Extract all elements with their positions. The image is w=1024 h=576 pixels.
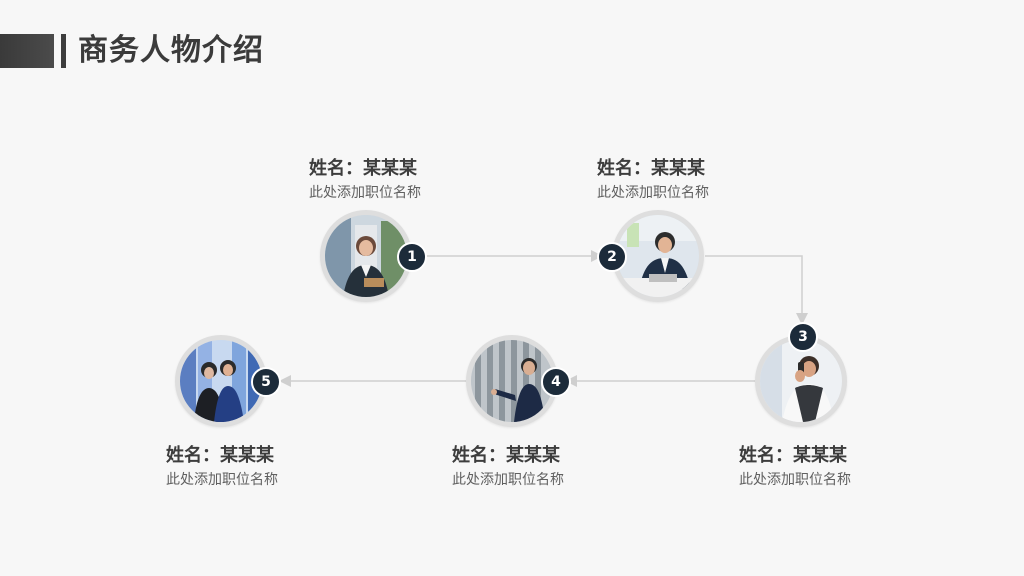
person-role: 此处添加职位名称 xyxy=(309,185,421,201)
page-title: 商务人物介绍 xyxy=(78,33,264,68)
title-accent-bar xyxy=(61,34,66,68)
man-on-phone-icon xyxy=(760,340,842,422)
step-badge: 4 xyxy=(541,367,571,397)
avatar xyxy=(612,210,704,302)
person-name: 姓名：某某某 xyxy=(166,445,274,466)
person-role: 此处添加职位名称 xyxy=(166,472,278,488)
person-role: 此处添加职位名称 xyxy=(739,472,851,488)
businessman-at-desk-icon xyxy=(617,215,699,297)
business-team-icon xyxy=(180,340,262,422)
step-badge: 3 xyxy=(788,322,818,352)
person-name: 姓名：某某某 xyxy=(309,158,417,179)
person-role: 此处添加职位名称 xyxy=(597,185,709,201)
avatar xyxy=(175,335,267,427)
title-accent-block xyxy=(0,34,54,68)
step-badge: 1 xyxy=(397,242,427,272)
person-name: 姓名：某某某 xyxy=(597,158,705,179)
connector-2-to-3 xyxy=(705,255,808,325)
step-badge: 5 xyxy=(251,367,281,397)
step-badge: 2 xyxy=(597,242,627,272)
person-name: 姓名：某某某 xyxy=(739,445,847,466)
person-name: 姓名：某某某 xyxy=(452,445,560,466)
avatar xyxy=(466,335,558,427)
person-role: 此处添加职位名称 xyxy=(452,472,564,488)
businesswoman-portrait-icon xyxy=(325,215,407,297)
avatar xyxy=(320,210,412,302)
avatar xyxy=(755,335,847,427)
businessman-at-door-icon xyxy=(471,340,553,422)
